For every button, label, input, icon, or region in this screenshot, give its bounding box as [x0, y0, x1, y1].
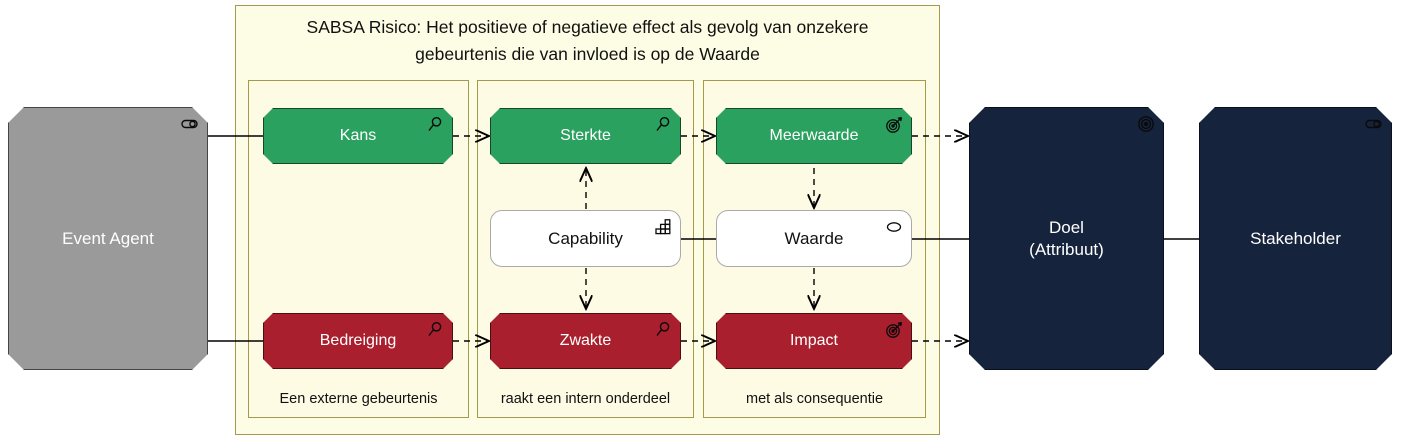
- node-capability[interactable]: Capability: [490, 210, 681, 267]
- node-label: Doel (Attribuut): [1029, 218, 1104, 259]
- outcome-target-icon: [885, 116, 903, 134]
- node-waarde[interactable]: Waarde: [716, 210, 912, 267]
- role-icon: [1365, 115, 1383, 133]
- value-ellipse-icon: [885, 218, 903, 236]
- node-kans[interactable]: Kans: [263, 108, 453, 164]
- diagram-title: SABSA Risico: Het positieve of negatieve…: [306, 17, 869, 64]
- node-label: Sterkte: [560, 127, 611, 144]
- role-icon: [181, 115, 199, 133]
- node-meerwaarde[interactable]: Meerwaarde: [716, 108, 912, 164]
- node-doel[interactable]: Doel (Attribuut): [969, 107, 1164, 370]
- subgroup-caption: Een externe gebeurtenis: [279, 391, 438, 407]
- node-label: Zwakte: [559, 332, 612, 349]
- node-label: Meerwaarde: [769, 127, 859, 144]
- subgroup-caption: raakt een intern onderdeel: [500, 391, 671, 407]
- node-label: Event Agent: [62, 228, 154, 248]
- assessment-magnifier-icon: [426, 116, 444, 134]
- node-label: Capability: [548, 228, 623, 248]
- node-stakeholder[interactable]: Stakeholder: [1199, 107, 1392, 370]
- node-label: Kans: [339, 127, 377, 144]
- node-label: Bedreiging: [319, 332, 397, 349]
- assessment-magnifier-icon: [654, 116, 672, 134]
- outcome-target-icon: [885, 321, 903, 339]
- capability-blocks-icon: [654, 218, 672, 236]
- node-event-agent[interactable]: Event Agent: [8, 107, 208, 370]
- node-bedreiging[interactable]: Bedreiging: [263, 313, 453, 369]
- node-impact[interactable]: Impact: [716, 313, 912, 369]
- node-label: Waarde: [784, 228, 844, 248]
- node-zwakte[interactable]: Zwakte: [490, 313, 681, 369]
- assessment-magnifier-icon: [654, 321, 672, 339]
- subgroup-caption: met als consequentie: [745, 391, 884, 407]
- node-label: Stakeholder: [1250, 228, 1341, 248]
- node-sterkte[interactable]: Sterkte: [490, 108, 681, 164]
- goal-circles-icon: [1137, 115, 1155, 133]
- assessment-magnifier-icon: [426, 321, 444, 339]
- node-label: Impact: [789, 332, 838, 349]
